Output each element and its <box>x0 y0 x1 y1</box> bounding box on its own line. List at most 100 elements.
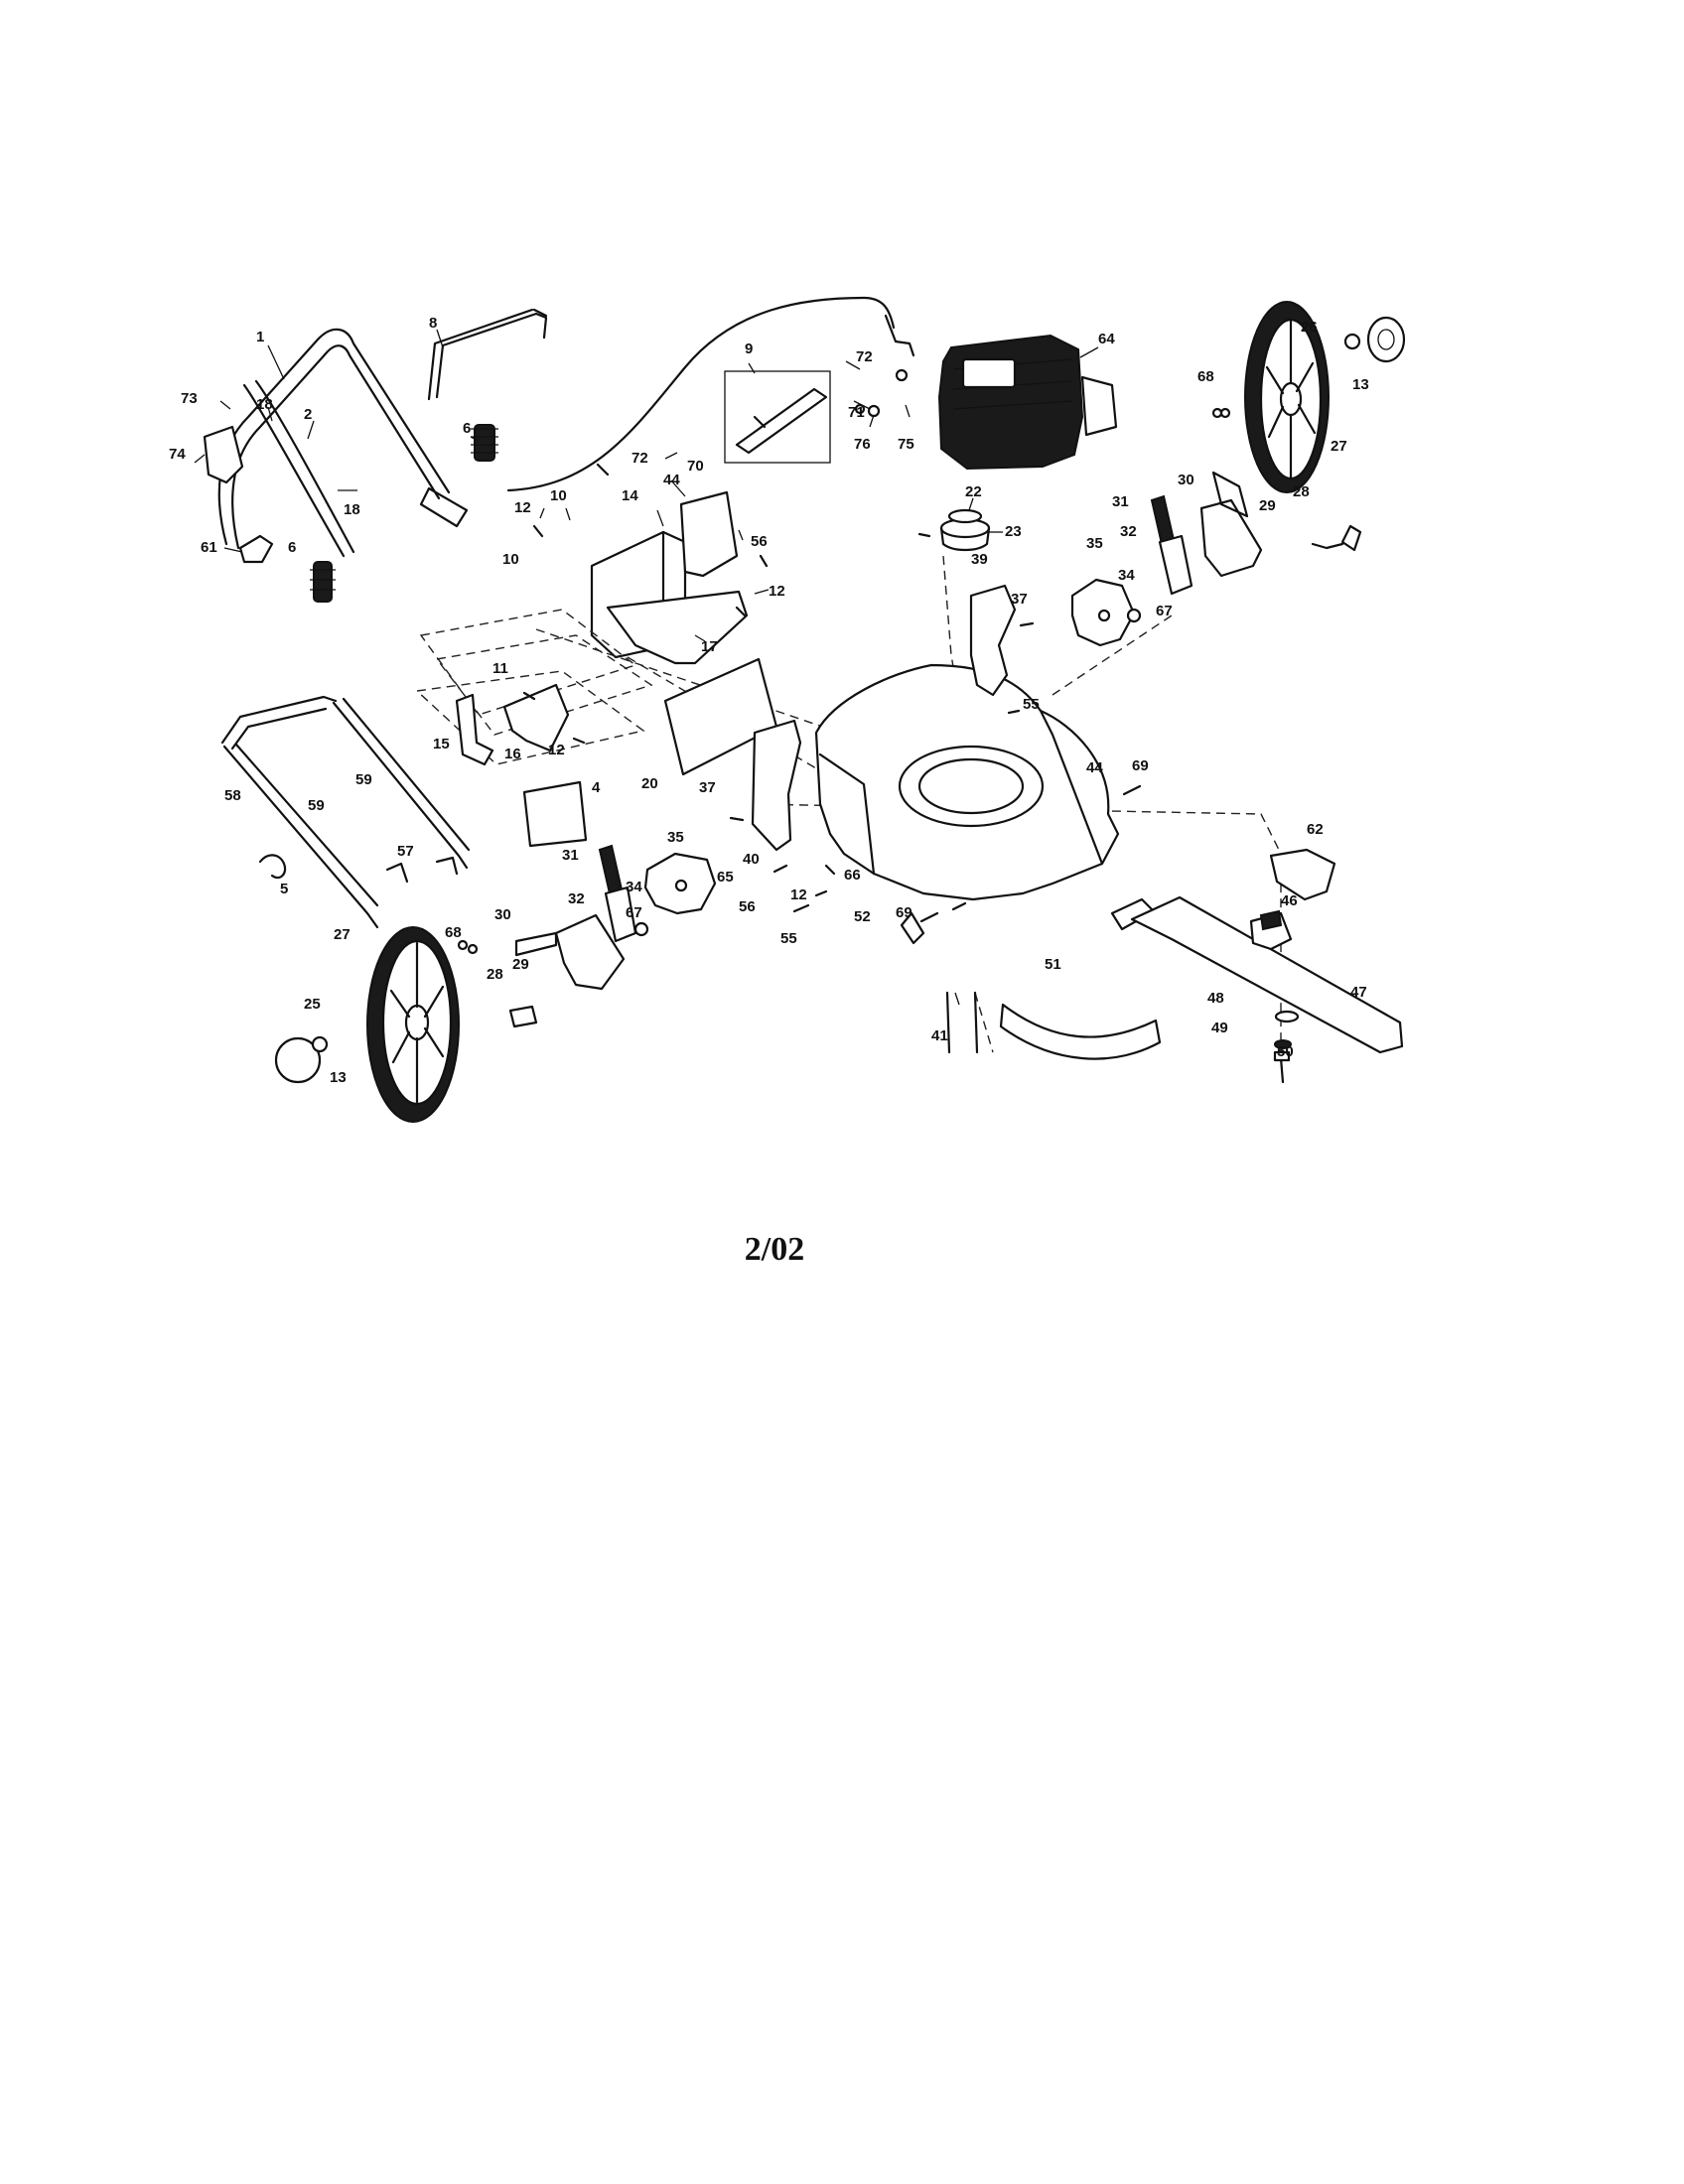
callout-32b: 32 <box>568 890 585 907</box>
axle-assembly-right <box>1150 471 1263 596</box>
callout-10b: 10 <box>502 551 519 568</box>
left-height-bracket <box>751 719 802 852</box>
callout-28a: 28 <box>1293 483 1310 500</box>
control-bar <box>427 308 548 401</box>
callout-71: 71 <box>848 404 865 421</box>
height-plate-right <box>1070 578 1136 647</box>
callout-52: 52 <box>854 908 871 925</box>
callout-2b: 59 <box>308 797 325 814</box>
callout-65: 65 <box>717 869 734 886</box>
callout-16: 16 <box>504 746 521 762</box>
callout-68b: 68 <box>445 924 462 941</box>
callout-37a: 37 <box>1011 591 1028 608</box>
callout-55b: 55 <box>780 930 797 947</box>
callout-14: 14 <box>622 487 638 504</box>
callout-46: 46 <box>1281 892 1298 909</box>
right-height-bracket <box>969 584 1017 697</box>
hinge-plate-16 <box>502 683 570 752</box>
callout-72b: 72 <box>632 450 648 467</box>
callout-68a: 68 <box>1197 368 1214 385</box>
callout-31b: 31 <box>562 847 579 864</box>
callout-20: 20 <box>641 775 658 792</box>
callout-8: 8 <box>429 315 437 332</box>
door-panel-4 <box>522 780 588 848</box>
hub-cap-left <box>274 1036 322 1084</box>
callout-13b: 13 <box>330 1069 347 1086</box>
revision-date: 2/02 <box>744 1231 805 1268</box>
callout-27b: 27 <box>334 926 351 943</box>
callout-41: 41 <box>931 1027 948 1044</box>
callout-29b: 29 <box>512 956 529 973</box>
fasteners <box>457 368 1362 1054</box>
lower-handle <box>220 695 471 929</box>
callout-39: 39 <box>971 551 988 568</box>
spring-left <box>310 561 336 603</box>
axle-assembly-left <box>514 844 637 991</box>
callout-23: 23 <box>1005 523 1022 540</box>
engine <box>937 334 1118 471</box>
bag-frame <box>606 590 749 665</box>
cable-end <box>884 314 915 357</box>
callout-49: 49 <box>1211 1020 1228 1036</box>
callout-50: 50 <box>1277 1043 1294 1060</box>
callout-69b: 69 <box>896 904 912 921</box>
chute-deflector <box>1269 848 1336 901</box>
hairpin-clip-5 <box>258 854 287 880</box>
callout-30b: 30 <box>494 906 511 923</box>
callout-64: 64 <box>1098 331 1115 347</box>
callout-32a: 32 <box>1120 523 1137 540</box>
hinge-plate-15 <box>455 693 494 766</box>
callout-44b: 44 <box>1086 759 1103 776</box>
spring-upper <box>471 424 498 462</box>
callout-56a: 56 <box>751 533 768 550</box>
callout-5: 5 <box>280 881 288 897</box>
handle-clips-57 <box>385 856 459 884</box>
hub-cap-right <box>1366 316 1406 363</box>
callout-17: 17 <box>701 638 718 655</box>
callout-4: 4 <box>592 779 601 796</box>
callout-55a: 55 <box>1023 696 1040 713</box>
callout-12c: 12 <box>548 742 565 758</box>
callout-51: 51 <box>1045 956 1061 973</box>
front-wheel-left <box>366 926 460 1123</box>
callout-70: 70 <box>687 458 704 475</box>
callout-67b: 67 <box>626 904 642 921</box>
callout-27a: 27 <box>1331 438 1347 455</box>
callout-1: 1 <box>256 329 264 345</box>
callout-66: 66 <box>844 867 861 884</box>
drive-plate <box>679 490 739 578</box>
callout-6a: 6 <box>463 420 471 437</box>
callout-6b: 6 <box>288 539 296 556</box>
callout-69a: 69 <box>1132 757 1149 774</box>
callout-18b: 18 <box>344 501 360 518</box>
upper-handle <box>217 328 469 558</box>
blade <box>1130 895 1404 1054</box>
handle-knob <box>203 425 244 484</box>
wheel-bearing-right <box>1343 333 1361 350</box>
callout-59b: 59 <box>355 771 372 788</box>
callout-72a: 72 <box>856 348 873 365</box>
callout-62: 62 <box>1307 821 1324 838</box>
rear-skirt <box>999 1003 1162 1060</box>
blade-bolt-stack <box>1273 1010 1300 1084</box>
callout-35b: 35 <box>667 829 684 846</box>
wheel-bearing-left <box>311 1035 329 1053</box>
callout-40: 40 <box>743 851 760 868</box>
drive-pulley <box>939 508 991 552</box>
callout-2: 2 <box>304 406 312 423</box>
callout-29a: 29 <box>1259 497 1276 514</box>
callout-11: 11 <box>492 660 508 677</box>
callout-10a: 10 <box>550 487 567 504</box>
callout-58: 58 <box>224 787 241 804</box>
callout-34b: 34 <box>626 879 642 895</box>
callout-30a: 30 <box>1178 472 1194 488</box>
callout-67a: 67 <box>1156 603 1173 619</box>
callout-44a: 44 <box>663 472 680 488</box>
callout-9: 9 <box>745 341 753 357</box>
blade-adapter <box>1249 909 1293 951</box>
mower-deck <box>814 663 1120 901</box>
callout-56b: 56 <box>739 898 756 915</box>
rear-wheel-right <box>1244 301 1330 493</box>
callout-22: 22 <box>965 483 982 500</box>
